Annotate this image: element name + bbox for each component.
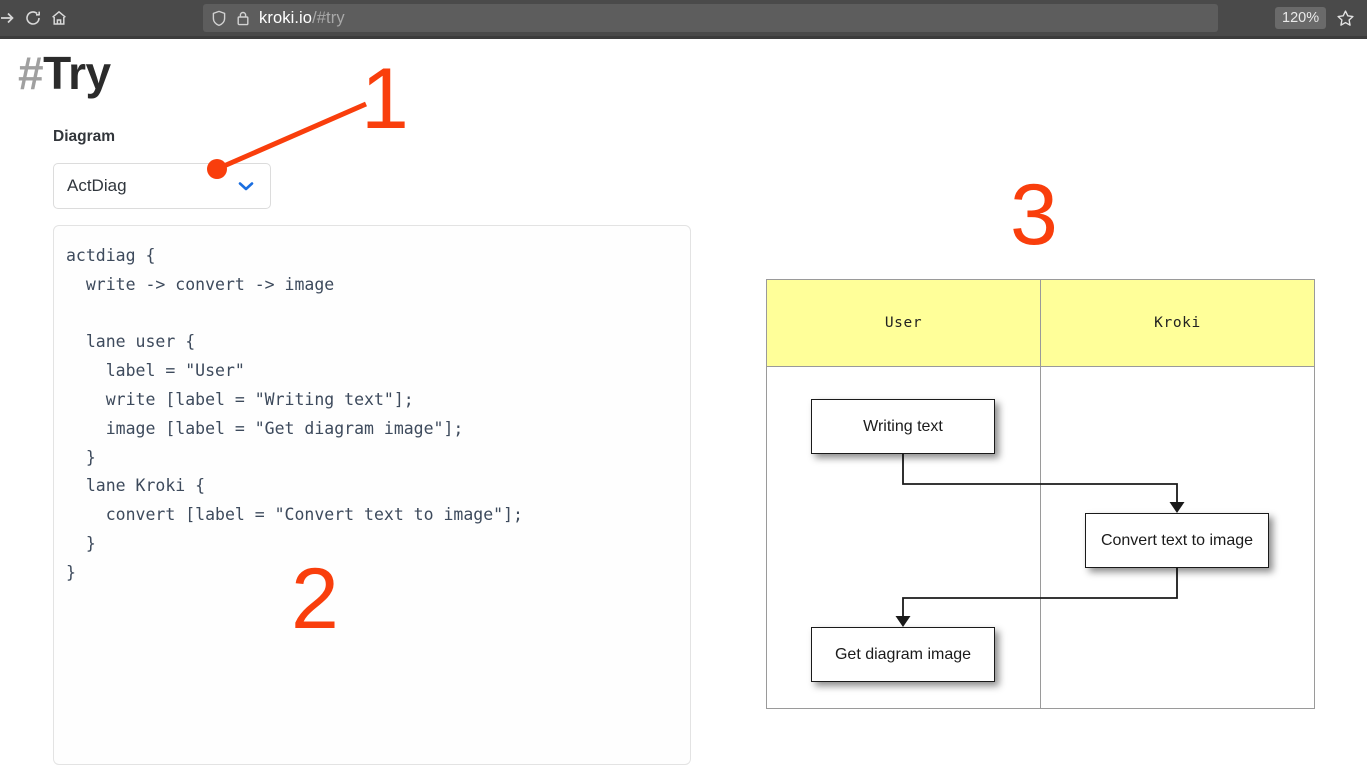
- toolbar-divider: [0, 36, 1367, 39]
- lane-header-kroki-label: Kroki: [1154, 315, 1201, 331]
- diagram-preview: User Kroki Writing text Convert text to …: [766, 279, 1315, 709]
- code-editor-panel[interactable]: [53, 225, 691, 765]
- forward-arrow-icon[interactable]: [0, 3, 22, 33]
- diagram-node-writing-text: Writing text: [811, 399, 995, 454]
- shield-icon: [211, 10, 227, 27]
- chevron-down-icon: [235, 175, 257, 197]
- star-icon[interactable]: [1333, 6, 1357, 30]
- browser-toolbar: kroki.io /#try 120%: [0, 0, 1367, 36]
- reload-icon[interactable]: [18, 3, 48, 33]
- diagram-node-writing-text-label: Writing text: [863, 417, 943, 435]
- diagram-type-select-value: ActDiag: [67, 176, 127, 195]
- diagram-node-convert-text-to-image-label: Convert text to image: [1100, 531, 1254, 549]
- diagram-node-get-diagram-image-label: Get diagram image: [834, 645, 972, 663]
- url-host: kroki.io: [259, 8, 313, 27]
- annotation-2-number: 2: [291, 551, 339, 647]
- annotation-1-number: 1: [361, 51, 409, 147]
- annotation-1-leader-line: [207, 101, 367, 179]
- diagram-node-get-diagram-image: Get diagram image: [811, 627, 995, 682]
- home-icon[interactable]: [44, 3, 74, 33]
- lane-header-kroki: Kroki: [1040, 279, 1315, 367]
- diagram-edges: [895, 454, 1185, 627]
- url-bar[interactable]: kroki.io /#try: [203, 4, 1218, 32]
- url-path: /#try: [312, 8, 345, 27]
- zoom-level-badge[interactable]: 120%: [1275, 7, 1327, 29]
- page-title-hash: #: [18, 47, 44, 99]
- diagram-node-convert-text-to-image: Convert text to image: [1085, 513, 1269, 568]
- url-text: kroki.io /#try: [259, 9, 345, 28]
- page-title-word: Try: [43, 47, 111, 99]
- diagram-select-label: Diagram: [53, 128, 116, 145]
- lock-icon: [236, 10, 250, 27]
- annotation-3-number: 3: [1010, 167, 1058, 263]
- page-title: #Try: [18, 46, 111, 100]
- lane-header-user: User: [766, 279, 1041, 367]
- diagram-type-select[interactable]: ActDiag: [53, 163, 271, 209]
- lane-header-user-label: User: [884, 315, 923, 331]
